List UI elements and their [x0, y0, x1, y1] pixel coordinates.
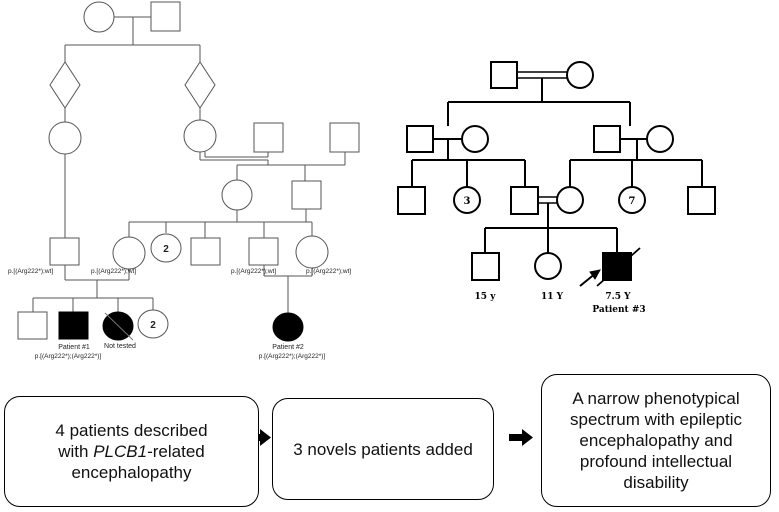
gen1-male [150, 1, 181, 32]
flow-arrows [249, 429, 533, 446]
count-3-label: 3 [464, 196, 471, 207]
patient3-label: Patient #3 [592, 305, 645, 315]
patient1-genotype: p.[(Arg222*);(Arg222*)] [35, 353, 102, 360]
age-label: 11 Y [541, 292, 564, 302]
gen2-diamond-left [49, 61, 81, 109]
summary-box-phenotype: A narrow phenotypical spectrum with epil… [541, 374, 771, 507]
genotype-label: p.[(Arg222*);wt] [306, 268, 351, 275]
patient1-symbol [58, 311, 89, 340]
summary-box-novel-patients: 3 novels patients added [272, 398, 494, 500]
rgen1-female [566, 61, 594, 89]
box3-line1: A narrow phenotypical [572, 389, 740, 408]
patient3-deceased-slash [596, 247, 641, 287]
box3-line5: disability [623, 473, 689, 492]
flow-arrow-2 [509, 429, 533, 446]
rgen3-female-count7 [618, 186, 646, 214]
box2-text: 3 novels patients added [293, 439, 473, 459]
gen6-male [17, 311, 48, 340]
box1-line3: encephalopathy [71, 463, 192, 482]
box1-line2: with PLCB1-related [55, 441, 207, 462]
gen5-female-d [295, 235, 329, 269]
gen3-male-b [329, 122, 360, 153]
rgen3-male-b [510, 186, 539, 215]
rgen3-male-c [687, 186, 716, 215]
age-label: 7.5 Y [605, 292, 631, 302]
gen6-female-count [137, 309, 169, 339]
rgen4-male [471, 252, 500, 281]
age-label: 15 y [475, 292, 497, 302]
twin-count-label: 2 [163, 244, 169, 255]
patient1-label: Patient #1 [58, 344, 90, 351]
rgen3-male-a [397, 186, 426, 215]
gen5-female-a [112, 236, 146, 270]
gen3-female-left [48, 121, 82, 155]
gen3-male-a [253, 122, 284, 153]
not-tested-label: Not tested [104, 343, 136, 350]
flow-arrow-1 [249, 429, 271, 446]
rgen2-male-b [593, 125, 621, 153]
summary-box-previous-patients: 4 patients described with PLCB1-related … [4, 396, 259, 507]
genotype-label: p.[(Arg222*);wt] [231, 268, 276, 275]
box1-line1: 4 patients described [55, 421, 208, 440]
rgen3-female-c [556, 186, 584, 214]
patient2-symbol [272, 312, 304, 342]
rgen3-female-count3 [453, 186, 481, 214]
genotype-label: p.[(Arg222*);wt] [91, 268, 136, 275]
patient2-label: Patient #2 [272, 344, 304, 351]
gen4-female [221, 179, 253, 211]
box3-line4: profound intellectual [579, 452, 733, 471]
box1-line2-suffix: -related [147, 442, 205, 461]
box3-line3: encephalopathy and [579, 431, 733, 450]
gene-name: PLCB1 [93, 442, 148, 461]
rgen4-female [534, 252, 562, 280]
gen5-male-left [49, 237, 80, 266]
gen1-female [83, 1, 115, 33]
deceased-slash [104, 312, 134, 341]
right-pedigree [397, 61, 716, 287]
sib-count-label: 2 [150, 320, 156, 331]
left-pedigree [17, 1, 360, 342]
box3-line2: spectrum with epileptic [570, 410, 742, 429]
gen5-male-b [190, 237, 221, 266]
gen4-male [291, 180, 322, 210]
rgen2-male-a [406, 125, 434, 153]
count-7-label: 7 [629, 196, 636, 207]
rgen2-female-a [461, 125, 489, 153]
gen5-female-count [150, 233, 182, 263]
proband-arrowhead [589, 269, 601, 280]
patient2-genotype: p.[(Arg222*);(Arg222*)] [259, 353, 326, 360]
rgen2-female-b [646, 125, 674, 153]
gen2-diamond-right [184, 61, 216, 109]
genotype-label: p.[(Arg222*);wt] [8, 268, 53, 275]
gen5-male-c [248, 237, 279, 266]
gen3-female-right [183, 119, 217, 153]
box1-line2-prefix: with [58, 442, 94, 461]
rgen1-male [490, 61, 518, 89]
